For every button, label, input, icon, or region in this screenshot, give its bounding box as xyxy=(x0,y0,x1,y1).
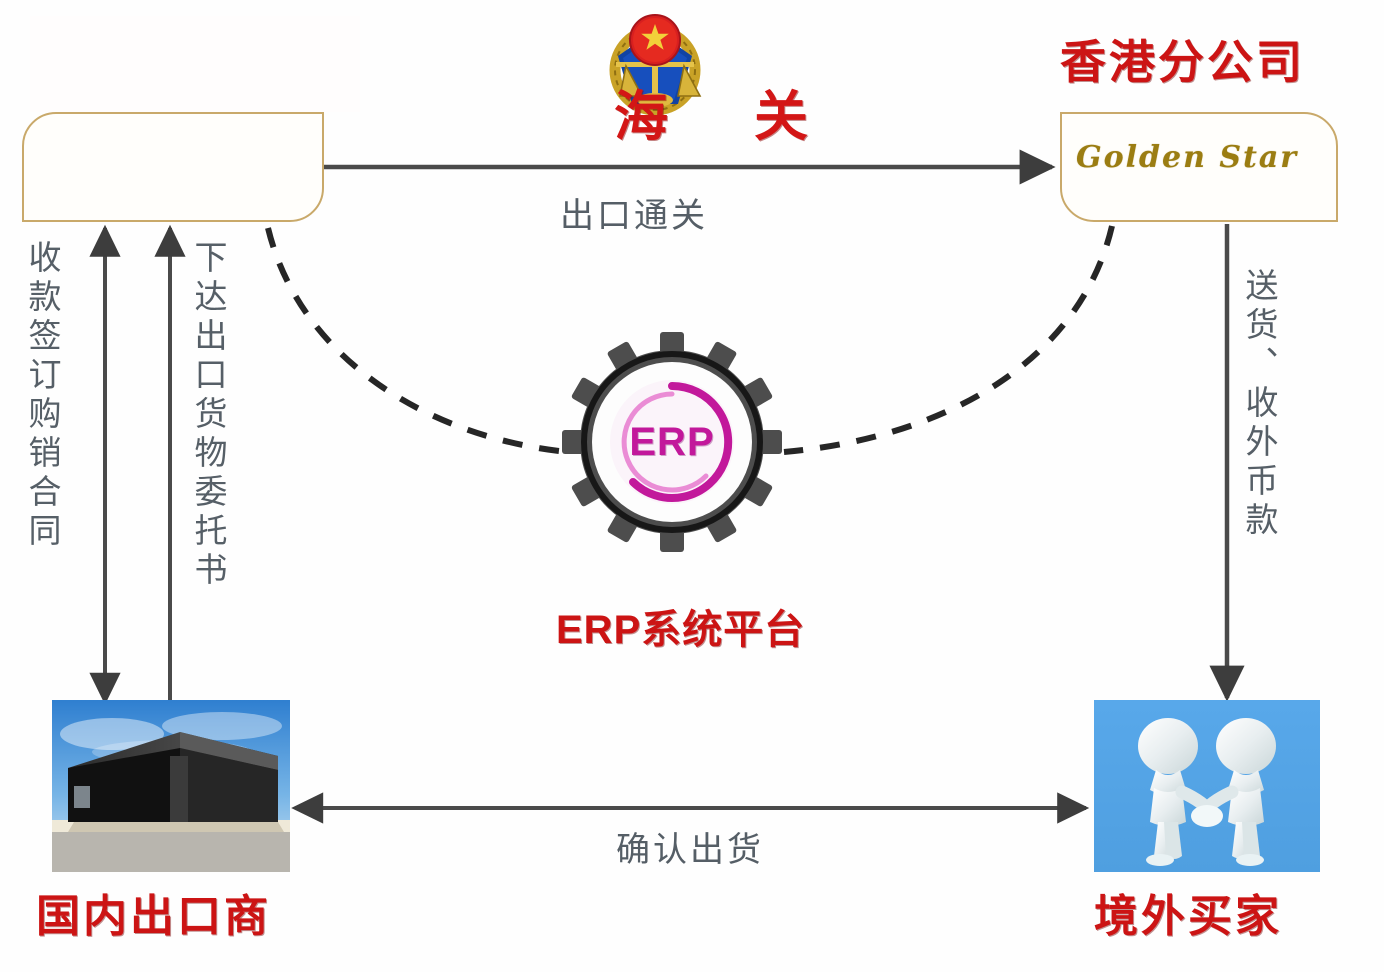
gear-icon[interactable] xyxy=(560,330,784,554)
left-company-box[interactable] xyxy=(22,112,324,222)
edge-label-collect-payment: 收款签订购销合同 xyxy=(24,240,61,552)
edge-label-export-clearance: 出口通关 xyxy=(560,197,708,235)
erased-title-block xyxy=(30,16,360,112)
edge-label-issue-entrustment: 下达出口货物委托书 xyxy=(190,240,227,591)
customs-emblem-icon xyxy=(609,14,702,116)
hk-branch-title: 香港分公司 xyxy=(1060,36,1305,88)
edge-label-confirm-shipment: 确认出货 xyxy=(616,831,764,869)
overseas-buyer-photo xyxy=(1094,700,1320,872)
edge-erp-left-dashed xyxy=(265,227,569,455)
domestic-exporter-label: 国内出口商 xyxy=(36,892,271,941)
hk-branch-box-text: Golden Star xyxy=(1076,140,1299,175)
erp-platform-label: ERP系统平台 xyxy=(556,608,806,652)
hk-branch-box[interactable]: Golden Star xyxy=(1060,112,1338,222)
domestic-exporter-photo xyxy=(52,700,290,872)
edge-erp-right-dashed xyxy=(783,225,1115,455)
overseas-buyer-label: 境外买家 xyxy=(1094,892,1282,941)
edge-label-deliver-forex: 送货、收外币款 xyxy=(1241,268,1278,541)
